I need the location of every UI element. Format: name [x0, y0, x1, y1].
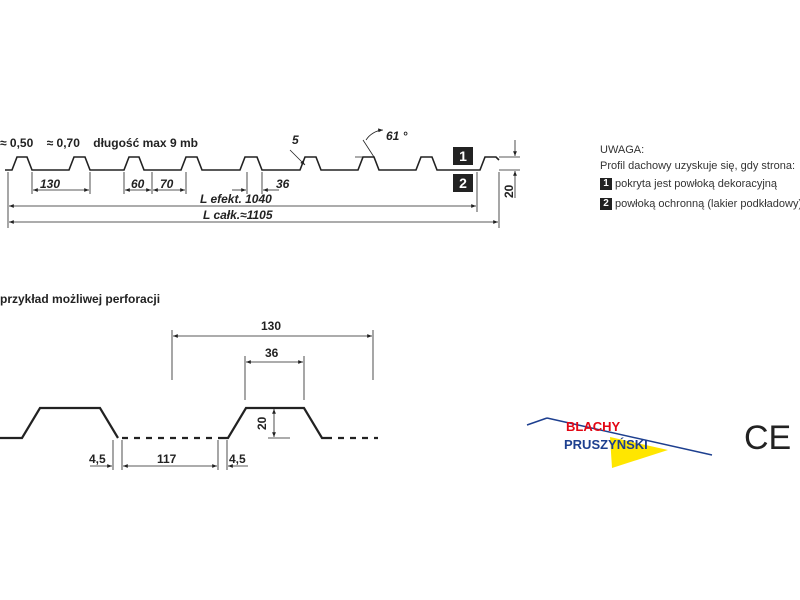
note-item-1-text: pokryta jest powłoką dekoracyjną: [615, 178, 778, 190]
perf-dim-36-label: 36: [265, 346, 279, 360]
thickness-a: ≈ 0,50: [0, 136, 34, 150]
angle-label: 61 °: [386, 129, 408, 143]
dim-36-label: 36: [276, 177, 290, 191]
dim-20-label: 20: [502, 184, 516, 198]
logo-line1: BLACHY: [566, 419, 620, 434]
perforation-dimension-labels: 130 36 20 4,5 117 4,5: [89, 319, 281, 466]
ce-mark: CE: [744, 419, 791, 457]
perf-dim-45b-label: 4,5: [229, 452, 246, 466]
perf-dim-45a-label: 4,5: [89, 452, 106, 466]
perforation-title: przykład możliwej perforacji: [0, 292, 161, 306]
note-item-2: 2 powłoką ochronną (lakier podkładowy): [600, 196, 800, 212]
profile-dimension-lines: [7, 128, 520, 228]
thickness-b: ≈ 0,70: [46, 136, 80, 150]
perf-dim-130-label: 130: [261, 319, 281, 333]
dim-5-label: 5: [292, 133, 299, 147]
side-1-label: 1: [459, 148, 467, 164]
perf-dim-20-label: 20: [255, 416, 269, 430]
dim-60-label: 60: [131, 177, 145, 191]
l-calk-label: L całk.≈1105: [203, 208, 273, 222]
note-item-1: 1 pokryta jest powłoką dekoracyjną: [600, 176, 800, 192]
company-logo: BLACHY PRUSZYŃSKI: [526, 417, 713, 468]
dim-130-label: 130: [40, 177, 60, 191]
note-block: UWAGA: Profil dachowy uzyskuje się, gdy …: [600, 142, 800, 212]
l-efekt-label: L efekt. 1040: [200, 192, 272, 206]
note-item-2-text: powłoką ochronną (lakier podkładowy): [615, 198, 800, 210]
dim-70-label: 70: [160, 177, 174, 191]
logo-line2: PRUSZYŃSKI: [564, 437, 648, 452]
perf-dim-117-label: 117: [157, 452, 177, 466]
note-item-2-num: 2: [600, 198, 612, 210]
material-spec: ≈ 0,50 ≈ 0,70 długość max 9 mb: [0, 136, 198, 150]
note-intro: Profil dachowy uzyskuje się, gdy strona:: [600, 160, 796, 172]
max-length: długość max 9 mb: [93, 136, 198, 150]
trapezoid-profile: [5, 156, 500, 171]
perforation-profile: [0, 406, 332, 440]
perforation-dimension-lines: [90, 330, 374, 470]
side-2-label: 2: [459, 175, 467, 191]
note-item-1-num: 1: [600, 178, 612, 190]
profile-dimension-labels: 130 60 70 36 L efekt. 1040 L całk.≈1105 …: [40, 129, 516, 222]
note-title: UWAGA:: [600, 144, 645, 156]
side-markers: 1 2: [453, 147, 473, 192]
